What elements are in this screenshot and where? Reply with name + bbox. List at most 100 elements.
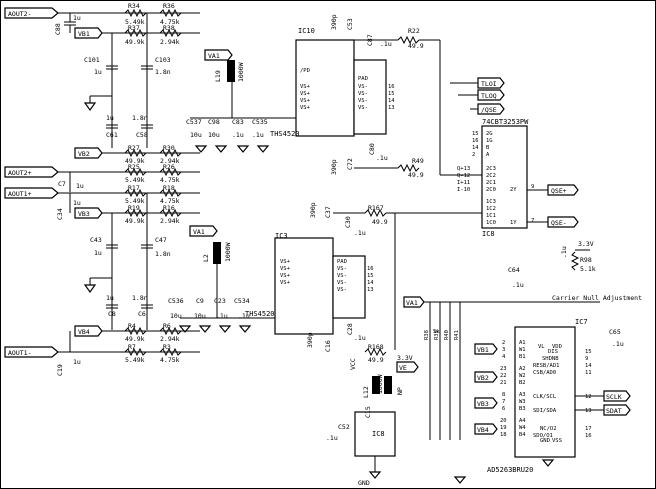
- mux-pin-1g: 1G: [486, 138, 493, 144]
- vb1b-label: VB1: [477, 346, 489, 354]
- vb2-label: VB2: [78, 150, 90, 158]
- dac-pin-a3: A3: [519, 392, 526, 398]
- mux-pin-2c2: 2C2: [486, 173, 496, 179]
- r3-label: R3: [163, 343, 171, 351]
- r6-label: R6: [163, 322, 171, 330]
- vb4b-port: [474, 423, 498, 435]
- ic10-num-16: 16: [388, 84, 395, 90]
- dac-pin-vss: VSS: [552, 438, 562, 444]
- c15-label: C15: [364, 406, 372, 418]
- mux-num-15: 15: [472, 131, 479, 137]
- r38b-label: R38: [424, 330, 430, 340]
- tlo2-label: TLOQ: [481, 92, 497, 100]
- r4-value: 49.9k: [125, 335, 145, 343]
- vb1-label: VB1: [78, 30, 90, 38]
- r19-label: R19: [128, 204, 140, 212]
- c6-value: 1.8n: [132, 294, 148, 302]
- dac-pin-w4: W4: [519, 425, 526, 431]
- dac-pin-a2: A2: [519, 366, 526, 372]
- c23-value: .1u: [216, 312, 228, 320]
- l13-inductor: [384, 376, 392, 394]
- c64-label: C64: [508, 266, 520, 274]
- c536-value: 10u: [170, 312, 182, 320]
- vb4b-label: VB4: [477, 426, 489, 434]
- c61-value: 1u: [106, 114, 114, 122]
- ic3-pad: [332, 255, 366, 319]
- r168-resistor: [364, 347, 387, 357]
- ic8b-body: [354, 411, 396, 457]
- vcc-label: VCC: [349, 358, 357, 370]
- r98-resistor: [570, 251, 580, 271]
- tlo1-port: [477, 77, 505, 89]
- ve-port: [396, 361, 419, 373]
- dac-num-13: 13: [585, 408, 592, 414]
- vb2-port: [74, 147, 103, 159]
- ic3-pin-vsm4: VS-: [337, 287, 347, 293]
- r30-value: 2.94k: [160, 157, 180, 165]
- ic3-pin-vsm3: VS-: [337, 280, 347, 286]
- aout1p-label: AOUT1+: [8, 190, 32, 198]
- r38-value: 2.94k: [160, 38, 180, 46]
- r18-label: R18: [163, 184, 175, 192]
- l19-value: 1000W: [237, 62, 245, 82]
- r38-label: R38: [163, 24, 175, 32]
- c52-value: .1u: [326, 434, 338, 442]
- c28-value: .1u: [354, 334, 366, 342]
- c37-label: C37: [324, 206, 332, 218]
- r40-label: R40: [444, 330, 450, 340]
- ic10-num-14: 14: [388, 98, 395, 104]
- sclk-label: SCLK: [606, 393, 622, 401]
- va1-mid-label: VA1: [193, 228, 205, 236]
- bus-q-plus: Q+13: [457, 166, 470, 172]
- ic10-label: IC10: [298, 27, 315, 35]
- aout1m-port: [4, 346, 59, 358]
- qsep-label: QSE+: [551, 187, 567, 195]
- l2-value: 1000W: [224, 242, 232, 262]
- r16-label: R16: [163, 204, 175, 212]
- va1-top-label: VA1: [208, 52, 220, 60]
- vb3b-label: VB3: [477, 400, 489, 408]
- c7-label: C7: [58, 180, 66, 188]
- ic10-pin-vsm1: VS-: [358, 84, 368, 90]
- dac-pin-b4: B4: [519, 432, 526, 438]
- ic3-num-15: 15: [367, 273, 374, 279]
- tlo2-port: [477, 89, 505, 101]
- c101-value: 1u: [94, 68, 102, 76]
- c28-label: C28: [346, 323, 354, 335]
- ic3-pin-vsm1: VS-: [337, 266, 347, 272]
- r19-value: 49.9k: [125, 217, 145, 225]
- l12-inductor: [372, 376, 380, 394]
- dac-pin-b2: B2: [519, 380, 526, 386]
- r26-label: R26: [163, 163, 175, 171]
- ic10-pin-pd: /PD: [300, 68, 310, 74]
- r167-value: 49.9: [372, 218, 388, 226]
- ic3-pin-pad: PAD: [337, 259, 347, 265]
- c80-value: .1u: [376, 154, 388, 162]
- r36-value: 4.75k: [160, 18, 180, 26]
- c83-label: C83: [232, 118, 244, 126]
- dac-num-22: 22: [500, 373, 507, 379]
- mux-num-16: 16: [472, 138, 479, 144]
- r4-label: R4: [128, 322, 136, 330]
- dac-pin-clk: CLK/SCL: [533, 394, 557, 400]
- r17-value: 5.49k: [125, 197, 145, 205]
- sdat-label: SDAT: [606, 407, 622, 415]
- ic7-body: [514, 326, 576, 458]
- dac-num-8: 8: [502, 392, 505, 398]
- dac-num-2: 2: [502, 340, 505, 346]
- vb4-label: VB4: [78, 328, 90, 336]
- c88-value: 1u: [73, 14, 81, 22]
- r7-value: 5.49k: [125, 356, 145, 364]
- dac-num-11: 11: [585, 370, 592, 376]
- ic10-pin-vsm4: VS-: [358, 105, 368, 111]
- ic3-pin-vs1: VS+: [280, 259, 291, 265]
- vb4-port: [74, 325, 103, 337]
- dac-pin-w1: W1: [519, 347, 526, 353]
- r22-label: R22: [408, 27, 420, 35]
- ic10-pin-vs3: VS+: [300, 98, 311, 104]
- vb2b-label: VB2: [477, 374, 489, 382]
- ic3-pin-vsm2: VS-: [337, 273, 347, 279]
- carrier-null-title: Carrier Null Adjustment: [552, 294, 642, 302]
- aout1p-port: [4, 187, 59, 199]
